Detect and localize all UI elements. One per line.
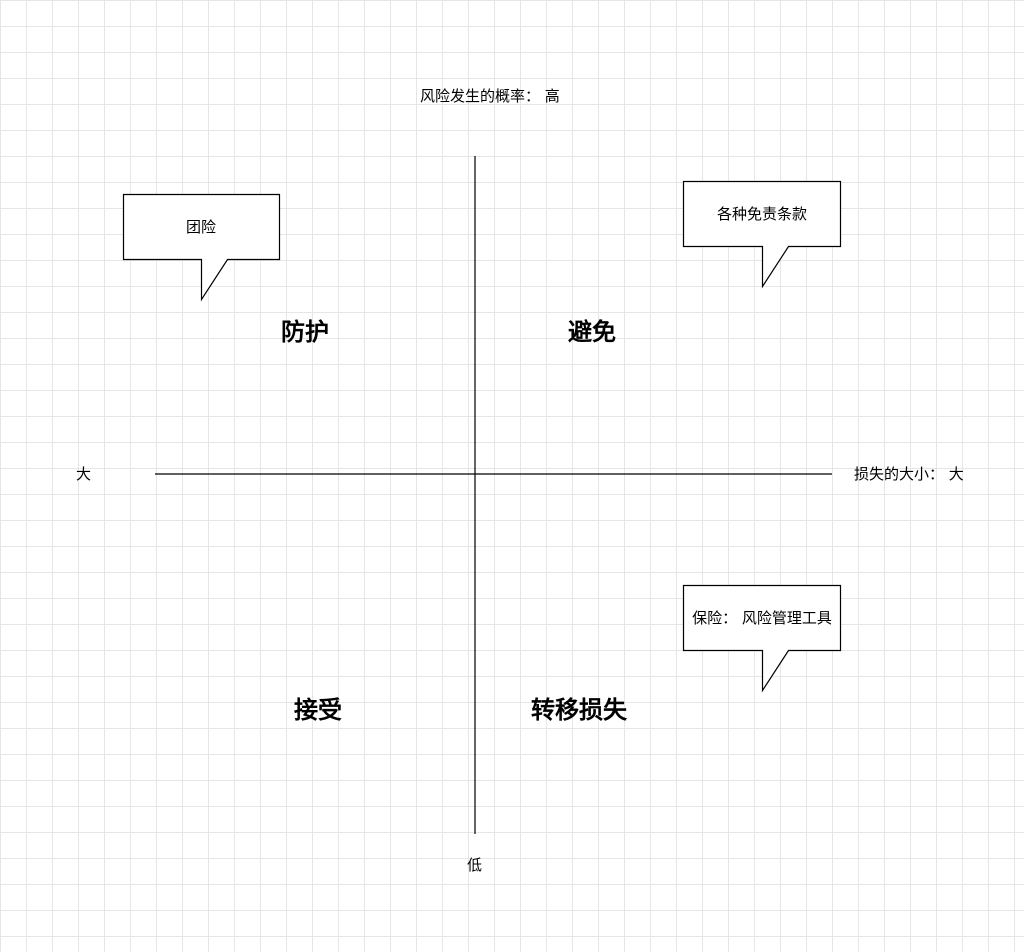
callout-shape-top-right[interactable]	[682, 180, 842, 289]
axis-label-bottom: 低	[467, 856, 483, 874]
axis-label-left: 大	[76, 465, 92, 483]
callout-shape-bottom-right[interactable]	[682, 584, 842, 693]
axis-label-right: 损失的大小： 大	[854, 465, 964, 483]
quadrant-label-accept: 接受	[294, 696, 342, 724]
quadrant-label-protect: 防护	[281, 318, 329, 346]
callout-text-exemption-clauses: 各种免责条款	[716, 205, 808, 223]
callout-text-group-insurance: 团险	[185, 218, 217, 236]
axis-label-top: 风险发生的概率： 高	[420, 87, 560, 105]
quadrant-label-avoid: 避免	[568, 318, 616, 346]
callout-text-insurance-tool: 保险： 风险管理工具	[692, 609, 832, 627]
callout-shape-top-left[interactable]	[122, 193, 281, 302]
quadrant-label-transfer-loss: 转移损失	[531, 696, 627, 724]
